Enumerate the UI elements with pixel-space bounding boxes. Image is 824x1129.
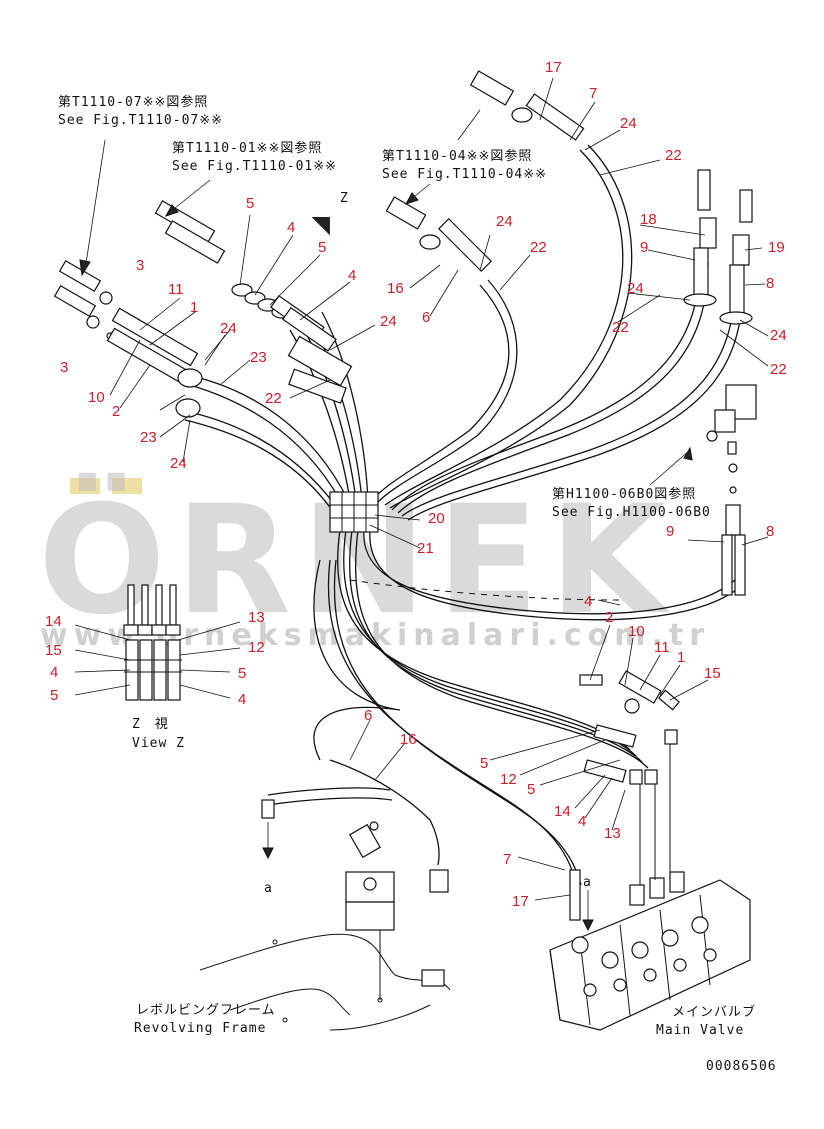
callout: 15 <box>45 642 62 659</box>
callout: 23 <box>140 429 157 446</box>
callout: 14 <box>554 803 571 820</box>
z-direction-arrow <box>311 217 330 236</box>
callout: 5 <box>50 687 58 704</box>
callout: 4 <box>584 593 592 610</box>
ref-h1100-jp: 第H1100-06B0図参照 <box>552 486 696 502</box>
drawing-number: 00086506 <box>706 1059 777 1074</box>
callout: 17 <box>545 59 562 76</box>
callout: 14 <box>45 613 62 630</box>
view-z-jp: Z 視 <box>132 717 169 732</box>
callout: 11 <box>168 281 184 298</box>
callout: 6 <box>364 707 372 724</box>
callout: 7 <box>503 851 511 868</box>
callout: 24 <box>496 213 513 230</box>
callout: 24 <box>220 320 237 337</box>
callout: 24 <box>380 313 397 330</box>
callout: 1 <box>190 299 198 316</box>
fittings-18-19 <box>683 169 753 325</box>
callout: 2 <box>112 403 120 420</box>
callout: 19 <box>768 239 785 256</box>
callout: 5 <box>318 239 326 256</box>
callout: 12 <box>248 639 265 656</box>
fittings-t1110-07 <box>53 259 203 418</box>
callout: 9 <box>640 239 648 256</box>
ref-t1110-07-jp: 第T1110-07※※図参照 <box>58 94 208 110</box>
callout: 8 <box>766 523 774 540</box>
callout: 1 <box>677 649 685 666</box>
view-z-en: View Z <box>132 736 185 751</box>
callout: 4 <box>348 267 356 284</box>
main-valve-en: Main Valve <box>656 1023 744 1038</box>
callout: 22 <box>770 361 787 378</box>
main-valve-jp: メインバルブ <box>672 1004 756 1020</box>
callout: 13 <box>248 609 265 626</box>
callout: 10 <box>88 389 105 406</box>
callout: 24 <box>770 327 787 344</box>
callout: 16 <box>387 280 404 297</box>
reference-texts: 第T1110-07※※図参照 See Fig.T1110-07※※ 第T1110… <box>58 94 777 1074</box>
fittings-t1110-01 <box>154 200 353 404</box>
h1100-block <box>706 384 757 596</box>
callout: 5 <box>238 665 246 682</box>
hose-bundle <box>179 144 744 886</box>
callout: 5 <box>527 781 535 798</box>
leader-lines <box>74 77 769 901</box>
callout: 9 <box>666 523 674 540</box>
reference-arrows <box>79 109 693 932</box>
callout: 12 <box>500 771 517 788</box>
ref-t1110-04-jp: 第T1110-04※※図参照 <box>382 148 532 164</box>
callout: 16 <box>400 731 417 748</box>
callout: 5 <box>246 195 254 212</box>
callout: 4 <box>50 664 58 681</box>
callout: 24 <box>627 280 644 297</box>
callout: 15 <box>704 665 721 682</box>
callout: 4 <box>238 691 246 708</box>
callout: 18 <box>640 211 657 228</box>
revolving-frame-jp: レボルビングフレーム <box>136 1003 276 1018</box>
callout: 2 <box>605 609 613 626</box>
callout: 20 <box>428 510 445 527</box>
ref-h1100-en: See Fig.H1100-06B0 <box>552 505 711 520</box>
callout: 24 <box>170 455 187 472</box>
callout: 17 <box>512 893 529 910</box>
callout: 5 <box>480 755 488 772</box>
callout: 22 <box>265 390 282 407</box>
callout: 10 <box>628 623 645 640</box>
callout-numbers: 17 7 24 22 5 4 5 4 24 22 18 9 19 8 3 11 … <box>45 59 787 910</box>
revolving-frame-assembly <box>199 799 451 1031</box>
callout: 6 <box>422 309 430 326</box>
clamp-assembly <box>329 491 379 533</box>
ref-t1110-07-en: See Fig.T1110-07※※ <box>58 113 223 128</box>
callout: 3 <box>136 257 144 274</box>
ref-t1110-04-en: See Fig.T1110-04※※ <box>382 167 547 182</box>
z-marker: Z <box>340 191 349 206</box>
arrow-label-a-right: a <box>583 875 592 890</box>
callout: 24 <box>620 115 637 132</box>
callout: 4 <box>578 813 586 830</box>
arrow-label-a-left: a <box>264 881 273 896</box>
callout: 7 <box>589 85 597 102</box>
main-valve-assembly <box>549 740 751 1031</box>
valve-side-fittings <box>579 670 680 785</box>
fittings-t1110-04 <box>385 70 585 273</box>
callout: 22 <box>530 239 547 256</box>
revolving-frame-en: Revolving Frame <box>134 1021 266 1036</box>
callout: 4 <box>287 219 295 236</box>
callout: 11 <box>654 639 670 656</box>
view-z-detail <box>123 584 182 701</box>
watermark-umlaut-2 <box>112 478 142 494</box>
ref-t1110-01-jp: 第T1110-01※※図参照 <box>172 140 322 156</box>
callout: 23 <box>250 349 267 366</box>
callout: 8 <box>766 275 774 292</box>
callout: 13 <box>604 825 621 842</box>
callout: 22 <box>665 147 682 164</box>
callout: 22 <box>612 319 629 336</box>
watermark-umlaut-1 <box>70 478 100 494</box>
ref-t1110-01-en: See Fig.T1110-01※※ <box>172 159 337 174</box>
callout: 21 <box>417 540 434 557</box>
callout: 3 <box>60 359 68 376</box>
